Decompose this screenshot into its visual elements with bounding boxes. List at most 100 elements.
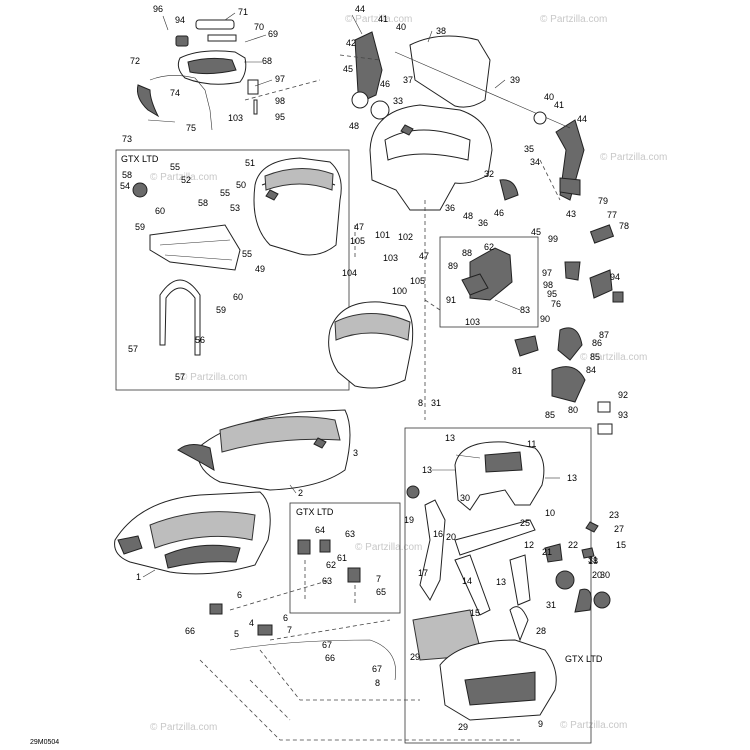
callout: 11	[527, 439, 536, 449]
callout: 85	[590, 352, 600, 362]
callout: 83	[520, 305, 530, 315]
callout: 71	[238, 7, 248, 17]
callout: 95	[547, 289, 557, 299]
callout: 17	[418, 568, 428, 578]
callout: 96	[153, 4, 163, 14]
callout: 67	[322, 640, 332, 650]
callout: 68	[262, 56, 272, 66]
callout: 4	[249, 618, 254, 628]
watermark: © Partzilla.com	[600, 152, 667, 163]
callout: 59	[135, 222, 145, 232]
callout: 88	[462, 248, 472, 258]
callout: 84	[586, 365, 596, 375]
callout-labels: 96 94 71 70 69 72 68 97 74 98 73 75 103 …	[120, 4, 629, 732]
handle-box-parts	[461, 247, 521, 311]
callout: 47	[419, 251, 429, 261]
callout: 30	[460, 493, 470, 503]
callout: 15	[616, 540, 626, 550]
callout: 100	[392, 286, 407, 296]
callout: 27	[614, 524, 624, 534]
callout: 40	[544, 92, 554, 102]
gtx-ltd-box-left	[115, 149, 350, 391]
callout: 45	[343, 64, 353, 74]
callout: 36	[478, 218, 488, 228]
callout: 37	[403, 75, 413, 85]
watermark: © Partzilla.com	[150, 172, 217, 183]
gtx-ltd-box-bottom	[289, 502, 401, 614]
callout: 43	[566, 209, 576, 219]
backrest-assembly-box	[404, 427, 592, 744]
callout: 48	[463, 211, 473, 221]
callout: 53	[230, 203, 240, 213]
gtx-ltd-backrest	[132, 157, 342, 356]
callout: 74	[170, 88, 180, 98]
callout: 15	[470, 608, 480, 618]
callout: 55	[242, 249, 252, 259]
callout: 14	[462, 576, 472, 586]
callout: 79	[598, 196, 608, 206]
callout: 41	[378, 14, 388, 24]
watermark: © Partzilla.com	[580, 352, 647, 363]
box-title: GTX LTD	[121, 154, 159, 164]
callout: 13	[445, 433, 455, 443]
callout: 21	[542, 547, 552, 557]
callout: 60	[155, 206, 165, 216]
callout: 29	[410, 652, 420, 662]
watermark: © Partzilla.com	[355, 542, 422, 553]
callout: 48	[349, 121, 359, 131]
callout: 69	[268, 29, 278, 39]
callout: 95	[275, 112, 285, 122]
callout: 13	[567, 473, 577, 483]
watermark: © Partzilla.com	[345, 14, 412, 25]
callout: 46	[380, 79, 390, 89]
callout: 62	[484, 242, 494, 252]
callout: 25	[520, 518, 530, 528]
callout: 47	[354, 222, 364, 232]
watermark: © Partzilla.com	[180, 372, 247, 383]
callout: 66	[185, 626, 195, 636]
box-title: GTX LTD	[296, 507, 334, 517]
seat-base-frame	[114, 491, 271, 575]
callout: 35	[524, 144, 534, 154]
callout: 23	[609, 510, 619, 520]
callout: 77	[607, 210, 617, 220]
callout: 18	[588, 556, 598, 566]
callout: 91	[446, 295, 456, 305]
callout: 55	[220, 188, 230, 198]
callout: 51	[245, 158, 255, 168]
callout: 75	[186, 123, 196, 133]
callout: 41	[554, 100, 564, 110]
watermark: © Partzilla.com	[540, 14, 607, 25]
callout: 81	[512, 366, 522, 376]
callout: 94	[610, 272, 620, 282]
callout: 32	[484, 169, 494, 179]
gtx-ltd-latch-parts	[297, 539, 361, 605]
callout: 103	[383, 253, 398, 263]
callout: GTX LTD	[565, 654, 603, 664]
callout: 89	[448, 261, 458, 271]
backrest-assembly-parts	[406, 441, 611, 721]
diagram-code: 29M0504	[30, 739, 59, 746]
callout: 8	[418, 398, 423, 408]
callout: 60	[233, 292, 243, 302]
callout: 10	[545, 508, 555, 518]
driver-seat	[369, 104, 493, 211]
callout: 58	[198, 198, 208, 208]
callout: 38	[436, 26, 446, 36]
callout: 1	[136, 572, 141, 582]
callout: 52	[181, 175, 191, 185]
callout: 56	[195, 335, 205, 345]
callout: 39	[510, 75, 520, 85]
callout: 8	[375, 678, 380, 688]
callout: 105	[410, 276, 425, 286]
callout: 33	[393, 96, 403, 106]
callout: 20	[446, 532, 456, 542]
callout: 58	[122, 170, 132, 180]
callout: 90	[540, 314, 550, 324]
callout: 45	[531, 227, 541, 237]
callout: 19	[404, 515, 414, 525]
callout: 30	[600, 570, 610, 580]
rear-seat-covers	[177, 301, 414, 491]
callout: 102	[398, 232, 413, 242]
